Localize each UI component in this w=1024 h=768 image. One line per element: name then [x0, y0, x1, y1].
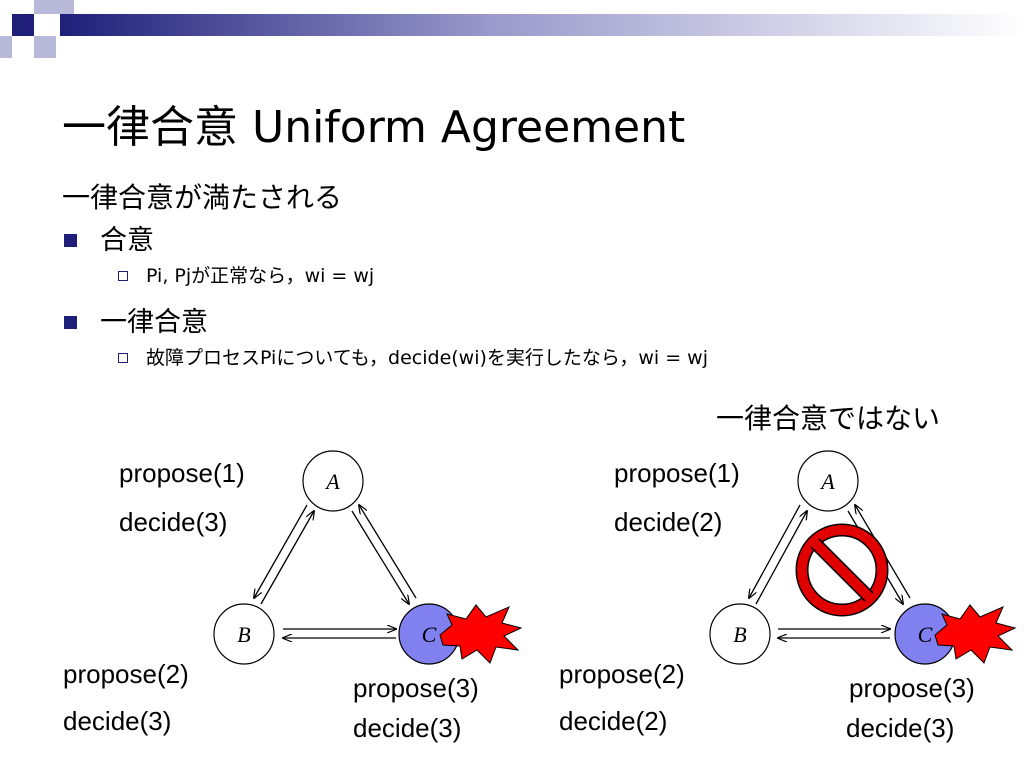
node-c-decide: decide(3) — [353, 713, 461, 743]
edge-a-to-b — [254, 504, 308, 598]
edge-a-to-b — [749, 504, 801, 598]
hollow-square-bullet-icon — [118, 353, 128, 363]
node-c-label: C — [918, 622, 933, 647]
node-c-propose: propose(3) — [353, 673, 479, 703]
node-b-label: B — [237, 622, 250, 647]
bullet-item-uniform-agreement: 一律合意 — [62, 304, 1002, 344]
slide-title: 一律合意 Uniform Agreement — [62, 102, 686, 153]
corner-decoration — [0, 0, 1024, 58]
hollow-square-bullet-icon — [118, 271, 128, 281]
bullet-label: 一律合意 — [100, 307, 208, 338]
slide-content: 一律合意が満たされる 合意 Pi, Pjが正常なら，wi = wj 一律合意 故… — [62, 178, 1002, 386]
bullet-item-agreement: 合意 — [62, 222, 1002, 262]
edge-c-to-a — [359, 505, 417, 599]
node-a-propose: propose(1) — [614, 458, 740, 488]
sub-bullet-item-uniform-agreement: 故障プロセスPiについても，decide(wi)を実行したなら，wi = wj — [62, 344, 1002, 386]
node-b-label: B — [733, 622, 746, 647]
node-b — [709, 603, 771, 665]
sub-bullet-label: 故障プロセスPiについても，decide(wi)を実行したなら，wi = wj — [146, 347, 708, 369]
node-b-decide: decide(2) — [559, 706, 667, 736]
node-c-decide: decide(3) — [846, 713, 954, 743]
lead-text: 一律合意が満たされる — [62, 181, 343, 214]
node-b — [213, 603, 275, 665]
sub-bullet-item-agreement: Pi, Pjが正常なら，wi = wj — [62, 262, 1002, 304]
node-a-decide: decide(2) — [614, 507, 722, 537]
edge-a-to-c — [351, 510, 409, 604]
node-a-label: A — [819, 469, 835, 494]
square-bullet-icon — [64, 316, 77, 329]
square-bullet-icon — [64, 234, 77, 247]
not-uniform-caption: 一律合意ではない — [716, 402, 940, 435]
node-a-decide: decide(3) — [119, 507, 227, 537]
prohibited-icon — [795, 523, 889, 617]
right-diagram: 一律合意ではない A B C propose(1) decide(2) prop… — [559, 402, 1017, 743]
bullet-label: 合意 — [100, 225, 154, 256]
crash-burst-icon — [934, 604, 1017, 664]
edge-b-to-a — [755, 511, 807, 605]
left-diagram: A B C propose(1) decide(3) propose(2) de… — [63, 450, 523, 743]
node-a — [302, 450, 364, 512]
node-b-decide: decide(3) — [63, 706, 171, 736]
sub-bullet-label: Pi, Pjが正常なら，wi = wj — [146, 265, 375, 287]
node-b-propose: propose(2) — [63, 659, 189, 689]
node-c-propose: propose(3) — [849, 673, 975, 703]
edge-b-to-a — [260, 511, 314, 605]
node-c-label: C — [422, 622, 437, 647]
node-a — [797, 450, 859, 512]
node-b-propose: propose(2) — [559, 659, 685, 689]
node-a-label: A — [324, 469, 340, 494]
node-a-propose: propose(1) — [119, 458, 245, 488]
crash-burst-icon — [439, 604, 523, 664]
